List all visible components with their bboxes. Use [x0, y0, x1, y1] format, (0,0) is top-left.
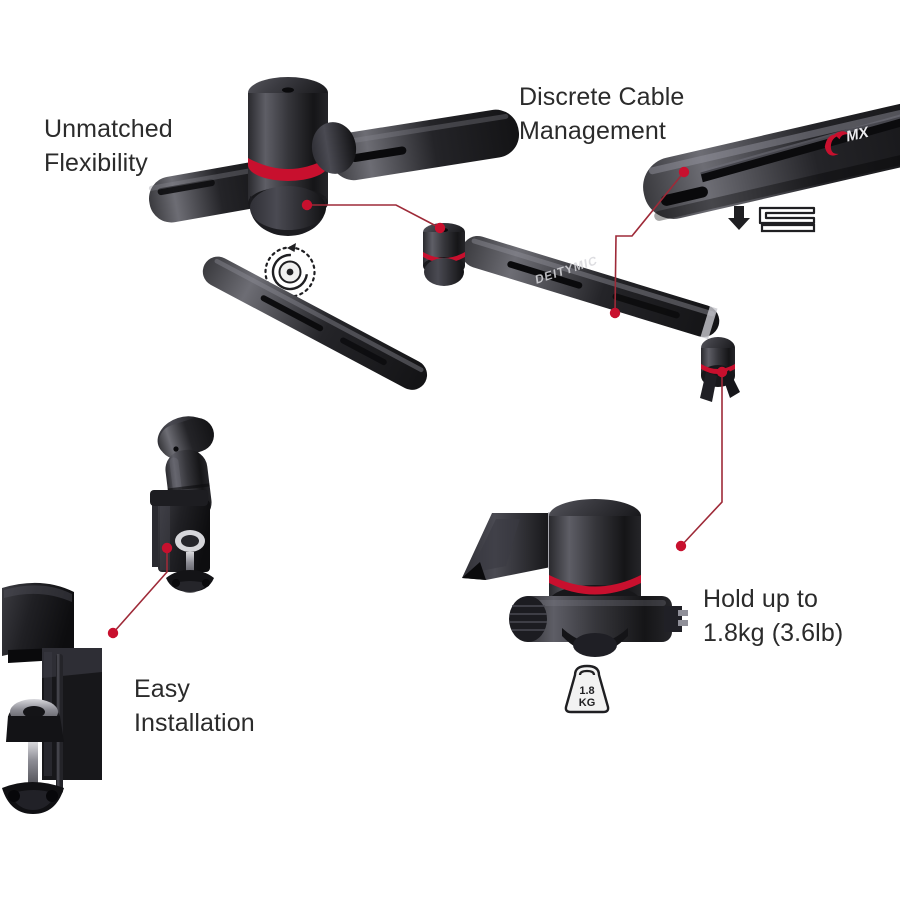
callout-dot-hold-target	[675, 540, 687, 552]
callout-leader-lines	[112, 171, 723, 634]
detail-mic-mount	[462, 499, 688, 657]
callout-dots	[107, 166, 728, 639]
label-hold-capacity: Hold up to 1.8kg (3.6lb)	[703, 585, 844, 647]
cable-insert-icon	[728, 206, 816, 233]
callout-dot-hold-source	[716, 366, 728, 378]
callout-dot-cable-target	[609, 307, 621, 319]
boom-arm-assembly: DEITYMIC	[150, 223, 740, 593]
callout-dot-easy-target	[107, 627, 119, 639]
svg-text:KG: KG	[579, 697, 596, 709]
detail-clamp-closeup	[2, 582, 102, 814]
arm-desk-clamp	[150, 490, 214, 593]
callout-dot-easy-source	[161, 542, 173, 554]
label-easy-installation: Easy Installation	[134, 675, 255, 737]
leader-line-cable	[614, 171, 685, 314]
label-unmatched-flexibility: Unmatched Flexibility	[44, 115, 173, 177]
detail-flexibility-joint	[148, 77, 520, 236]
brand-logo-mark: MX	[824, 124, 869, 156]
leader-line-flexibility	[307, 204, 441, 229]
svg-text:MX: MX	[846, 124, 868, 146]
svg-text:1.8: 1.8	[579, 685, 594, 697]
label-discrete-cable-management: Discrete Cable Management	[519, 83, 685, 145]
arm-mic-head	[700, 337, 740, 402]
callout-dot-cable-source	[678, 166, 690, 178]
svg-text:DEITYMIC: DEITYMIC	[534, 253, 598, 287]
callout-dot-flexibility-target	[434, 222, 446, 234]
weight-capacity-icon: 1.8 KG	[564, 664, 610, 714]
rotation-360-icon	[264, 243, 316, 301]
arm-base-elbow	[157, 416, 214, 523]
arm-top-hub	[423, 223, 465, 286]
leader-line-easy	[112, 548, 168, 634]
leader-line-hold	[680, 372, 723, 547]
callout-dot-flexibility-source	[301, 199, 313, 211]
arm-brand-text: DEITYMIC	[534, 253, 598, 287]
